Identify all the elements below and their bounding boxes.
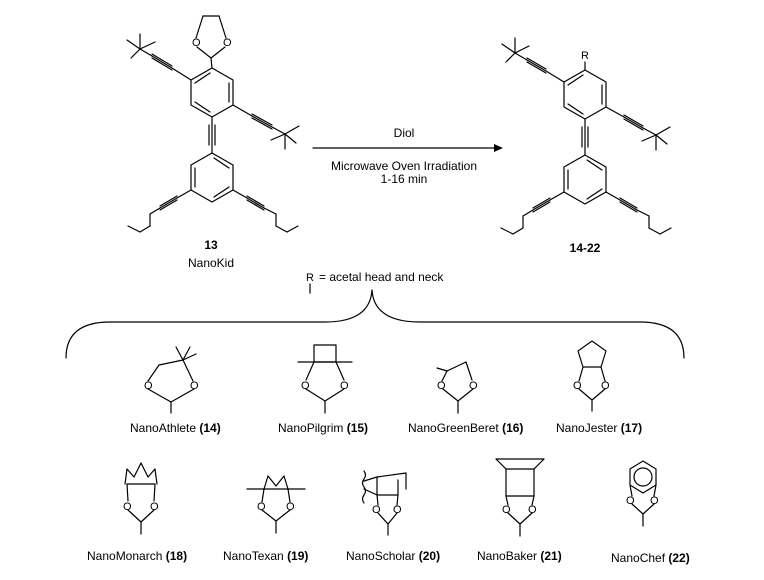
compound-label-17: NanoJester (17)	[556, 421, 642, 435]
product-number: 14-22	[570, 241, 601, 255]
r-group-label: R	[581, 50, 589, 62]
time-label: 1-16 min	[381, 172, 428, 186]
nanojester-structure: O O	[573, 340, 610, 412]
nanotexan-structure: O O	[246, 475, 306, 534]
nanopilgrim-structure: O O	[297, 344, 353, 414]
upper-benzene-ring	[190, 67, 234, 118]
oxygen-atom-label: O	[393, 504, 402, 516]
product-lower-left-alkyne-leg	[500, 191, 565, 235]
product-upper-benzene-ring	[563, 69, 607, 120]
nanomonarch-structure: O O	[123, 462, 159, 535]
reactant-name: NanoKid	[188, 256, 234, 270]
oxygen-atom-label: O	[372, 504, 381, 516]
product-lower-benzene-ring	[563, 154, 607, 205]
product-molecule: R	[500, 37, 672, 235]
reactant-number: 13	[204, 238, 218, 252]
nanobaker-structure: O O	[495, 458, 545, 537]
reaction-arrow	[312, 144, 503, 152]
lower-benzene-ring	[190, 152, 234, 203]
compound-label-16: NanoGreenBeret (16)	[408, 421, 523, 435]
reagent-label: Diol	[394, 126, 415, 140]
oxygen-atom-label: O	[469, 380, 478, 392]
oxygen-atom-label: O	[340, 380, 349, 392]
oxygen-atom-label: O	[601, 380, 610, 392]
nanoathlete-structure: O O	[144, 346, 199, 414]
oxygen-atom-label: O	[437, 380, 446, 392]
oxygen-atom-label: O	[650, 495, 659, 507]
product-central-alkyne	[581, 118, 589, 156]
compound-label-18: NanoMonarch (18)	[87, 549, 187, 563]
dioxolane-head: O O	[192, 15, 232, 69]
compound-label-20: NanoScholar (20)	[346, 549, 440, 563]
lower-right-alkyne-leg	[232, 189, 299, 233]
upper-left-alkyne-arm	[126, 33, 192, 81]
product-lower-right-alkyne-leg	[605, 191, 672, 235]
nanochef-structure: O O	[626, 460, 659, 527]
upper-right-alkyne-arm	[232, 104, 300, 150]
oxygen-atom-label: O	[190, 380, 199, 392]
compound-label-15: NanoPilgrim (15)	[278, 421, 368, 435]
oxygen-atom-label: O	[573, 380, 582, 392]
central-alkyne	[208, 116, 216, 154]
compound-label-19: NanoTexan (19)	[223, 549, 308, 563]
product-upper-right-alkyne-arm	[605, 106, 671, 151]
oxygen-atom-label: O	[144, 380, 153, 392]
oxygen-atom-label: O	[626, 495, 635, 507]
oxygen-atom-label: O	[502, 504, 511, 516]
oxygen-atom-label: O	[223, 37, 232, 49]
lower-left-alkyne-leg	[127, 189, 192, 233]
oxygen-atom-label: O	[150, 501, 159, 513]
compound-label-21: NanoBaker (21)	[477, 549, 562, 563]
nanokid-molecule: O O	[126, 15, 300, 233]
oxygen-atom-label: O	[286, 501, 295, 513]
product-upper-left-alkyne-arm	[501, 37, 565, 83]
compound-label-14: NanoAthlete (14)	[130, 421, 221, 435]
conditions-label: Microwave Oven Irradiation	[331, 159, 477, 173]
oxygen-atom-label: O	[301, 380, 310, 392]
r-definition: = acetal head and neck	[319, 270, 444, 284]
r-label: R	[306, 272, 314, 284]
oxygen-atom-label: O	[192, 37, 201, 49]
oxygen-atom-label: O	[123, 501, 132, 513]
nanoscholar-structure: O O	[361, 470, 407, 536]
nanogreenberet-structure: O O	[436, 361, 478, 414]
compound-label-22: NanoChef (22)	[611, 551, 690, 565]
curly-brace	[65, 289, 685, 359]
oxygen-atom-label: O	[257, 501, 266, 513]
oxygen-atom-label: O	[528, 504, 537, 516]
